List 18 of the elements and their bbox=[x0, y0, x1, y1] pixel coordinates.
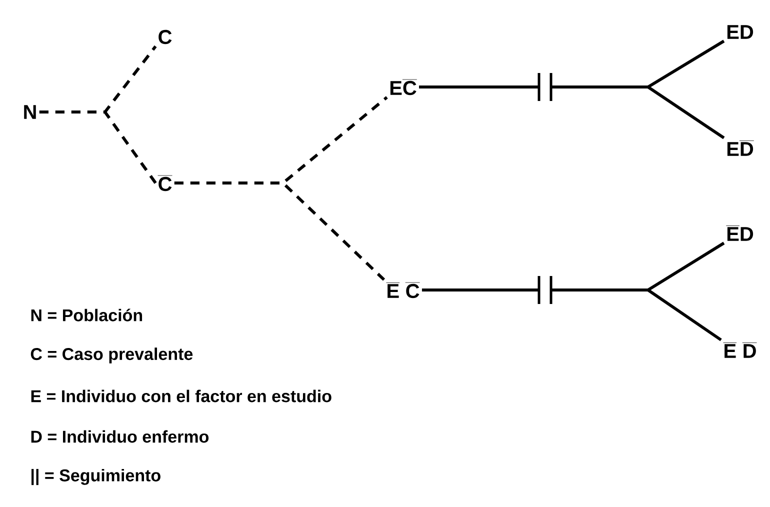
node-label: $\overline{\textbf{E}}\textbf{D}$ bbox=[726, 226, 754, 241]
node-label: $\textbf{C}$ bbox=[158, 30, 172, 44]
connector-line bbox=[174, 182, 386, 281]
node-label: $\textbf{E}\overline{\textbf{C}}$ bbox=[390, 80, 417, 96]
legend-text: || = Seguimiento bbox=[32, 468, 160, 486]
node-label: $\textbf{ED}$ bbox=[727, 25, 754, 39]
legend-text: N = Población bbox=[31, 308, 142, 322]
legend-text: E = Individuo con el factor en estudio bbox=[31, 390, 332, 402]
connector-line bbox=[39, 110, 157, 184]
node-label: $\overline{\textbf{C}}$ bbox=[158, 176, 172, 192]
node-label: $\overline{\textbf{E}}\;\overline{\textbf{C}}$ bbox=[386, 282, 420, 298]
legend-text: D = Individuo enfermo bbox=[31, 430, 209, 443]
node-label: $\textbf{N}$ bbox=[24, 105, 36, 119]
node-label: $\overline{\textbf{E}}\;\overline{\textbf{D}}$ bbox=[723, 342, 757, 358]
connector-line bbox=[422, 288, 722, 342]
connector-line bbox=[419, 86, 725, 140]
node-label: $\textbf{E}\overline{\textbf{D}}$ bbox=[727, 140, 754, 156]
legend-text: C = Caso prevalente bbox=[30, 348, 193, 364]
